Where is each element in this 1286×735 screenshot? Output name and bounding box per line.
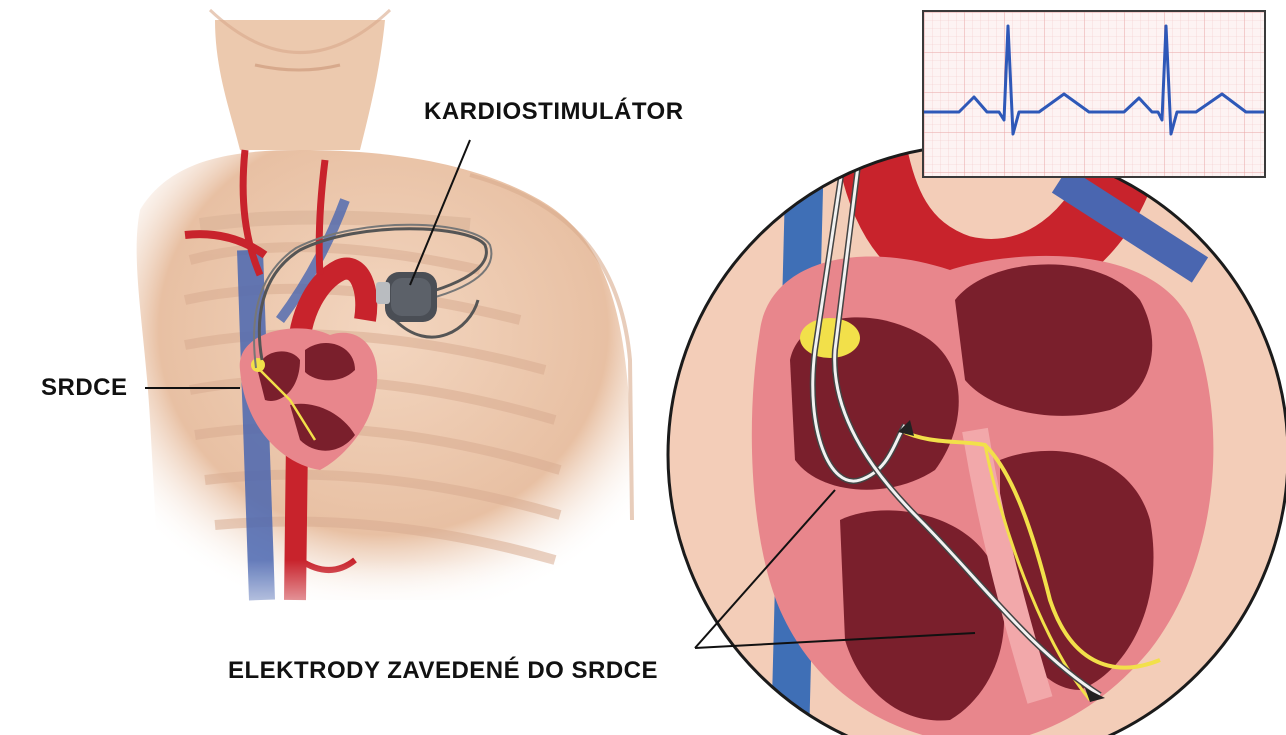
label-pacemaker: KARDIOSTIMULÁTOR xyxy=(424,98,684,126)
label-electrodes: ELEKTRODY ZAVEDENÉ DO SRDCE xyxy=(228,657,658,685)
label-heart: SRDCE xyxy=(41,374,128,402)
ecg-waveform-icon xyxy=(924,12,1264,176)
ecg-inset xyxy=(922,10,1266,178)
